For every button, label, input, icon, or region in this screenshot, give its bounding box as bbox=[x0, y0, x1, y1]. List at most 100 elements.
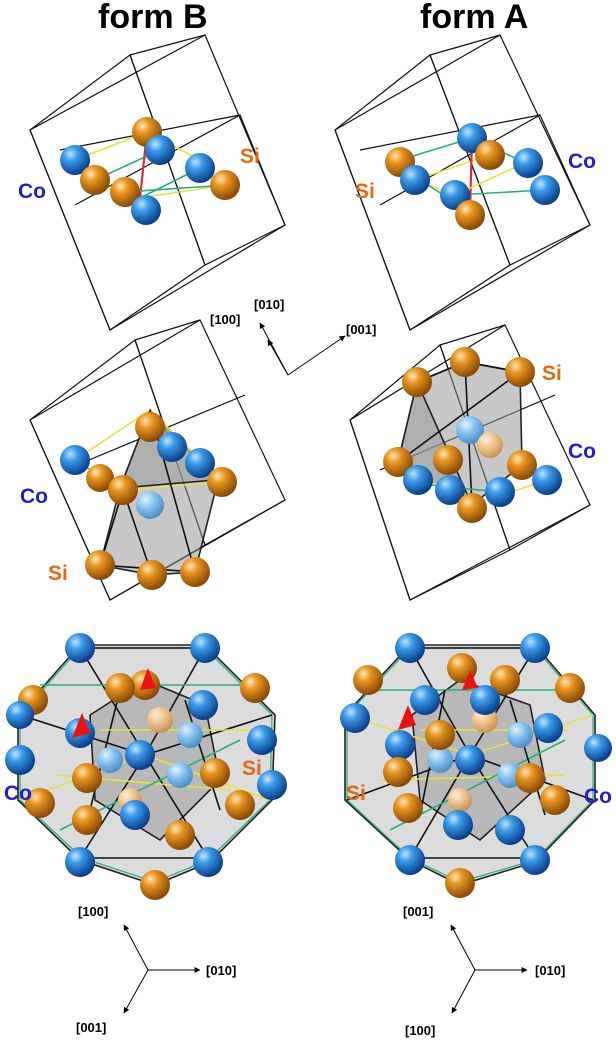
axis-label-001: [001] bbox=[346, 322, 376, 337]
si-atom bbox=[110, 177, 140, 207]
co-atom bbox=[385, 730, 415, 760]
co-atom bbox=[455, 745, 485, 775]
unit-cell-box bbox=[29, 319, 286, 601]
si-atom bbox=[240, 673, 270, 703]
si-atom bbox=[445, 868, 475, 898]
si-atom bbox=[393, 793, 423, 823]
co-atom bbox=[257, 770, 287, 800]
co-atom bbox=[532, 465, 562, 495]
axes-middle: [010] [100] [001] bbox=[210, 297, 376, 376]
atoms bbox=[383, 347, 562, 523]
si-atom bbox=[207, 467, 237, 497]
atoms bbox=[340, 633, 612, 898]
label-si: Si bbox=[240, 145, 260, 168]
co-atom bbox=[470, 685, 500, 715]
co-atom bbox=[190, 633, 220, 663]
co-atom bbox=[495, 815, 525, 845]
si-atom bbox=[475, 140, 505, 170]
si-atom bbox=[135, 412, 165, 442]
si-atom bbox=[200, 758, 230, 788]
si-atom bbox=[555, 673, 585, 703]
si-atom bbox=[402, 367, 432, 397]
red-marker bbox=[72, 668, 156, 738]
co-atom-inner bbox=[136, 491, 164, 519]
si-atom bbox=[108, 475, 138, 505]
co-atom bbox=[395, 845, 425, 875]
si-atom bbox=[353, 665, 383, 695]
atoms bbox=[385, 123, 560, 230]
label-co: Co bbox=[584, 785, 612, 808]
si-atom bbox=[210, 170, 240, 200]
panel-middle-right: Si Co bbox=[349, 324, 596, 601]
co-atom bbox=[193, 847, 223, 877]
unit-cell-box bbox=[334, 34, 591, 331]
si-atom bbox=[457, 493, 487, 523]
panel-middle-left: Co Si bbox=[20, 319, 286, 601]
si-atom bbox=[433, 445, 463, 475]
co-atom bbox=[6, 701, 34, 729]
co-atom bbox=[125, 740, 155, 770]
co-atom bbox=[188, 690, 218, 720]
panel-top-left: Si Co bbox=[18, 34, 286, 331]
axis-label-100: [100] bbox=[78, 904, 108, 919]
atoms bbox=[60, 412, 237, 590]
co-atom bbox=[403, 465, 433, 495]
si-atom bbox=[72, 763, 102, 793]
si-atom bbox=[450, 347, 480, 377]
co-atom bbox=[157, 432, 187, 462]
co-atom bbox=[247, 725, 277, 755]
red-marker bbox=[398, 670, 478, 730]
co-atom bbox=[443, 810, 473, 840]
co-atom bbox=[131, 195, 161, 225]
label-si: Si bbox=[542, 362, 562, 385]
axes-bottom-right: [001] [010] [100] bbox=[403, 904, 565, 1038]
panel-bottom-right: Si Co bbox=[340, 633, 612, 898]
co-atom bbox=[520, 845, 550, 875]
co-atom bbox=[60, 445, 90, 475]
si-atom bbox=[515, 763, 545, 793]
unit-cell-box bbox=[29, 34, 286, 331]
co-atom bbox=[65, 633, 95, 663]
atoms bbox=[60, 117, 240, 225]
label-co: Co bbox=[20, 485, 48, 508]
si-atom bbox=[383, 757, 413, 787]
si-atom bbox=[425, 720, 455, 750]
co-atom bbox=[5, 745, 35, 775]
si-atom-inner bbox=[477, 432, 503, 458]
panel-bottom-left: Co Si bbox=[4, 633, 287, 900]
co-atom bbox=[520, 633, 550, 663]
si-atom bbox=[180, 557, 210, 587]
co-atom bbox=[533, 713, 563, 743]
co-atom bbox=[60, 145, 90, 175]
si-atom bbox=[25, 788, 55, 818]
si-atom bbox=[72, 805, 102, 835]
co-atom bbox=[395, 633, 425, 663]
si-atom bbox=[85, 550, 115, 580]
si-atom bbox=[540, 785, 570, 815]
co-atom bbox=[185, 448, 215, 478]
axis-label-001: [001] bbox=[76, 1020, 106, 1035]
co-atom bbox=[400, 165, 430, 195]
label-co: Co bbox=[568, 150, 596, 173]
si-atom bbox=[490, 665, 520, 695]
axes-bottom-left: [100] [010] [001] bbox=[76, 904, 236, 1035]
axis-label-001: [001] bbox=[403, 904, 433, 919]
co-atom-inner bbox=[456, 416, 484, 444]
si-atom bbox=[455, 200, 485, 230]
si-atom bbox=[137, 560, 167, 590]
si-atom bbox=[383, 447, 413, 477]
panel-top-right: Co Si bbox=[334, 34, 596, 331]
title-form-a: form A bbox=[420, 0, 528, 36]
title-form-b: form B bbox=[98, 0, 208, 36]
co-atom bbox=[485, 477, 515, 507]
si-atom bbox=[140, 870, 170, 900]
label-si: Si bbox=[48, 562, 68, 585]
axis-label-010: [010] bbox=[535, 963, 565, 978]
si-atom bbox=[165, 820, 195, 850]
co-atom bbox=[435, 475, 465, 505]
si-atom bbox=[105, 673, 135, 703]
si-atom bbox=[86, 464, 114, 492]
co-atom bbox=[513, 148, 543, 178]
axis-label-010: [010] bbox=[254, 297, 284, 312]
